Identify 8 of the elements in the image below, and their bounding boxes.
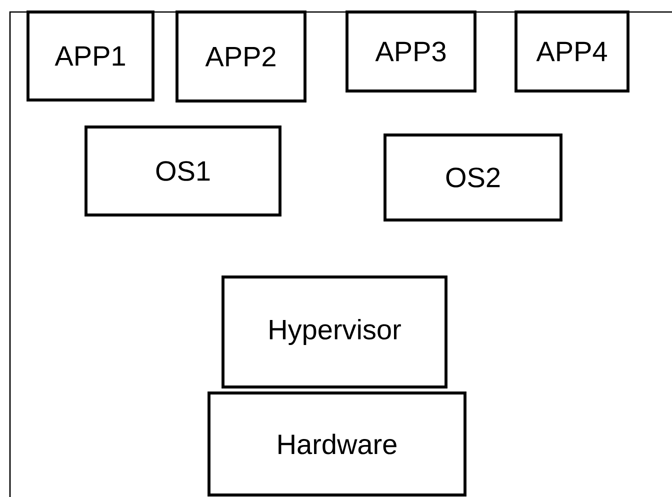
- box: OS1: [84, 126, 282, 216]
- box: APP4: [514, 10, 630, 92]
- box: APP2: [176, 10, 306, 102]
- box: Hardware: [208, 392, 466, 496]
- box: APP1: [26, 10, 154, 102]
- box: OS2: [384, 134, 562, 222]
- box: Hypervisor: [222, 276, 448, 388]
- box: APP3: [346, 10, 476, 92]
